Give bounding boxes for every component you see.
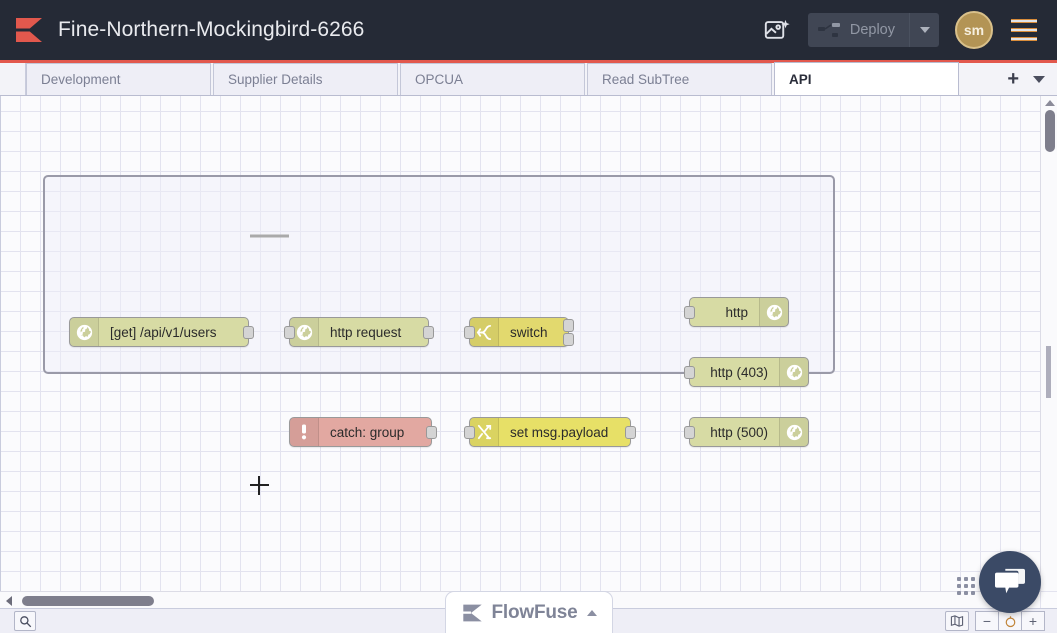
flow-node-http-200[interactable]: http (684, 297, 789, 327)
chat-bubble-icon (995, 568, 1025, 594)
zoom-reset-button[interactable] (998, 611, 1022, 631)
node-output-port[interactable] (563, 333, 574, 346)
zoom-reset-icon (1005, 615, 1015, 627)
flowfuse-logo-icon (14, 18, 42, 42)
search-button[interactable] (14, 611, 36, 631)
exclamation-icon (290, 418, 319, 446)
canvas-vertical-scrollbar[interactable] (1040, 96, 1057, 591)
flow-node-switch[interactable]: switch (464, 317, 574, 347)
deploy-nodes-icon (817, 23, 840, 37)
tab-label: Supplier Details (228, 72, 323, 87)
node-input-port[interactable] (464, 426, 475, 439)
chevron-up-icon[interactable] (586, 609, 597, 616)
node-output-port[interactable] (625, 426, 636, 439)
flow-node-label: http request (330, 324, 402, 340)
navigator-map-icon (950, 615, 964, 627)
tab-opcua[interactable]: OPCUA (400, 63, 585, 95)
globe-icon (779, 418, 808, 446)
flow-node-label: http (725, 304, 748, 320)
flow-node-http-500[interactable]: http (500) (684, 417, 809, 447)
flowfuse-logo-icon (461, 604, 483, 621)
tab-label: Read SubTree (602, 72, 690, 87)
zoom-out-button[interactable]: − (975, 611, 999, 631)
globe-icon (779, 358, 808, 386)
tab-api[interactable]: API (774, 62, 959, 95)
node-input-port[interactable] (464, 326, 475, 339)
zoom-in-button[interactable]: + (1021, 611, 1045, 631)
tab-read-subtree[interactable]: Read SubTree (587, 63, 772, 95)
add-tab-icon[interactable]: + (1007, 68, 1019, 90)
hamburger-menu-icon[interactable] (1011, 19, 1037, 41)
tab-supplier-details[interactable]: Supplier Details (213, 63, 398, 95)
tab-label: OPCUA (415, 72, 464, 87)
node-input-port[interactable] (684, 366, 695, 379)
tab-bar-tools: + (1007, 63, 1057, 95)
flow-node-label: http (500) (710, 424, 768, 440)
flow-node-catch[interactable]: catch: group (289, 417, 437, 447)
header-actions: Deploy sm (756, 0, 1057, 60)
node-output-port[interactable] (426, 426, 437, 439)
deploy-button[interactable]: Deploy (808, 13, 909, 47)
chevron-down-icon (919, 27, 930, 33)
flow-node-http-403[interactable]: http (403) (684, 357, 809, 387)
drag-grip-icon[interactable] (957, 577, 975, 595)
deploy-button-group[interactable]: Deploy (807, 13, 939, 47)
app-header: Fine-Northern-Mockingbird-6266 (0, 0, 1057, 63)
tab-label: Development (41, 72, 121, 87)
flowfuse-label: FlowFuse (491, 601, 578, 623)
globe-icon (70, 318, 99, 346)
node-input-port[interactable] (684, 426, 695, 439)
canvas-grid (1, 96, 1057, 608)
tab-list-chevron-icon[interactable] (1033, 75, 1045, 83)
vertical-scroll-thumb[interactable] (1044, 110, 1055, 152)
flow-canvas[interactable]: [get] /api/v1/users http request switch htt… (0, 96, 1057, 608)
node-output-port[interactable] (243, 326, 254, 339)
flow-tab-bar: Development Supplier Details OPCUA Read … (0, 62, 1057, 96)
zoom-controls: − + (945, 611, 1045, 631)
navigator-map-button[interactable] (945, 611, 969, 631)
scroll-up-arrow-icon[interactable] (1045, 100, 1055, 106)
flow-node-http-in[interactable]: [get] /api/v1/users (69, 317, 254, 347)
flow-node-label: catch: group (330, 424, 405, 440)
avatar[interactable]: sm (955, 11, 993, 49)
tab-bar-gutter (0, 63, 26, 95)
ai-assist-image-icon[interactable] (756, 9, 798, 51)
deploy-label: Deploy (849, 22, 895, 38)
vertical-scroll-marker (1046, 346, 1051, 398)
flow-node-http-request[interactable]: http request (284, 317, 434, 347)
flow-node-label: switch (510, 324, 548, 340)
horizontal-scroll-thumb[interactable] (22, 595, 154, 606)
tab-label: API (789, 71, 812, 87)
scroll-left-arrow-icon[interactable] (6, 596, 12, 606)
tab-development[interactable]: Development (26, 63, 211, 95)
flow-node-change[interactable]: set msg.payload (464, 417, 636, 447)
flow-node-label: [get] /api/v1/users (110, 324, 217, 340)
node-input-port[interactable] (684, 306, 695, 319)
node-output-port[interactable] (423, 326, 434, 339)
node-output-port[interactable] (563, 319, 574, 332)
page-title: Fine-Northern-Mockingbird-6266 (58, 18, 365, 41)
deploy-options-button[interactable] (909, 13, 939, 47)
flow-node-label: http (403) (710, 364, 768, 380)
search-icon (19, 615, 31, 627)
globe-icon (759, 298, 788, 326)
flow-node-label: set msg.payload (510, 424, 609, 440)
chat-bubble-button[interactable] (979, 551, 1041, 613)
flowfuse-footer-tab[interactable]: FlowFuse (445, 591, 613, 633)
node-input-port[interactable] (284, 326, 295, 339)
